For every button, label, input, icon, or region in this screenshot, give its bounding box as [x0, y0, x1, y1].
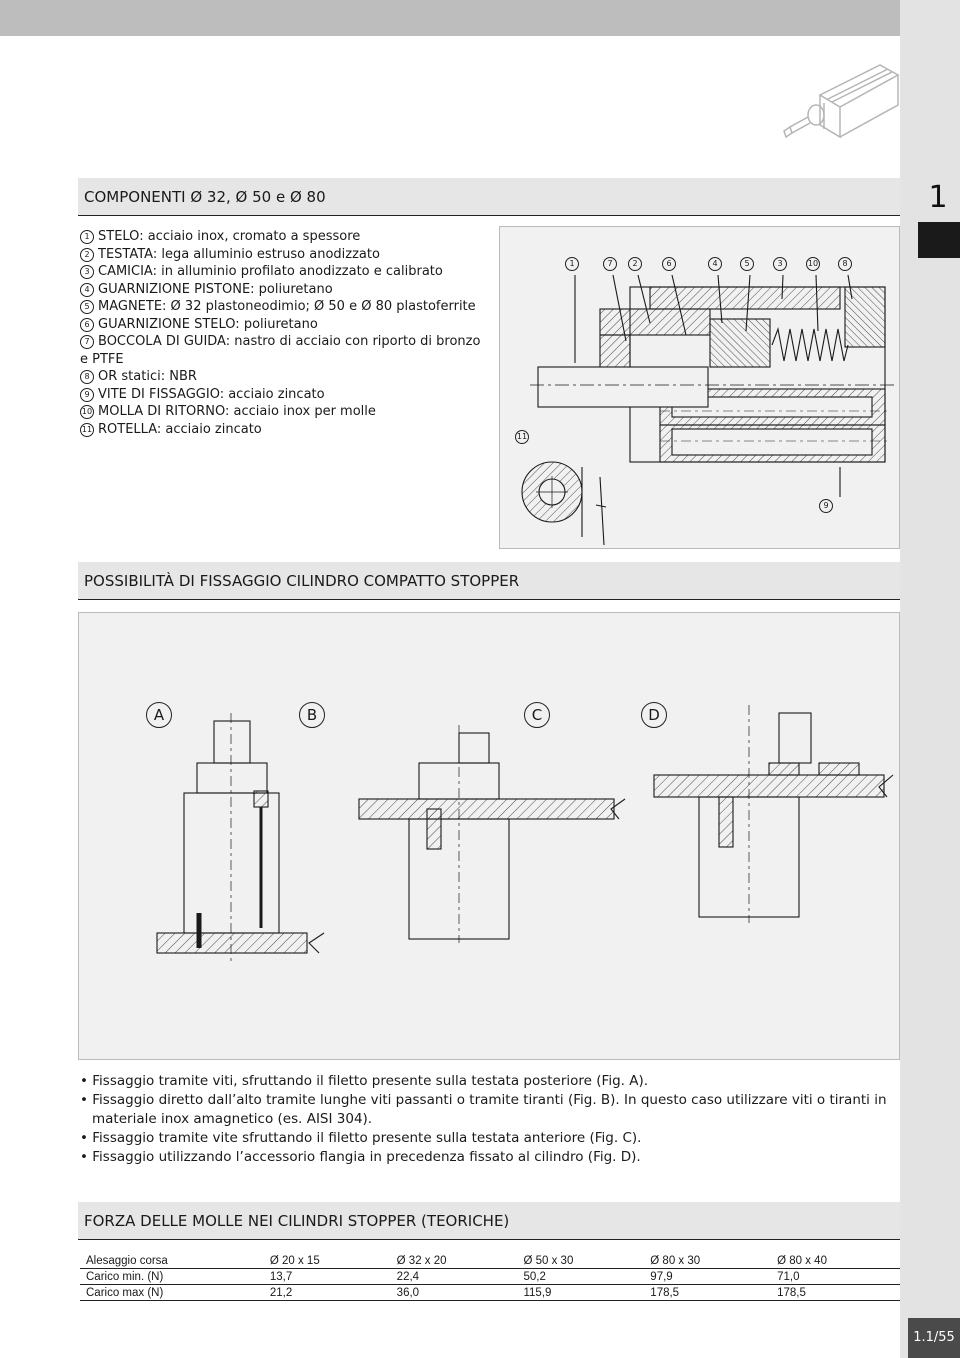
- callout-1: 1: [565, 257, 579, 271]
- column-header: Ø 32 x 20: [392, 1253, 520, 1269]
- table-row: Carico min. (N) 13,7 22,4 50,2 97,9 71,0: [80, 1268, 900, 1285]
- table-cell: Carico max (N): [80, 1284, 266, 1301]
- cylinder-sketch-icon: [783, 64, 900, 139]
- figure-label-b: B: [299, 702, 325, 728]
- callout-8: 8: [838, 257, 852, 271]
- figure-label-a: A: [146, 702, 172, 728]
- callout-2: 2: [628, 257, 642, 271]
- table-cell: 22,4: [392, 1268, 520, 1285]
- list-item: Fissaggio tramite vite sfruttando il fil…: [80, 1129, 900, 1148]
- callout-11: 11: [515, 430, 529, 444]
- callout-3: 3: [773, 257, 787, 271]
- callout-4: 4: [708, 257, 722, 271]
- table-row: Carico max (N) 21,2 36,0 115,9 178,5 178…: [80, 1284, 900, 1301]
- table-cell: 50,2: [519, 1268, 647, 1285]
- top-gray-band: [0, 0, 900, 36]
- table-cell: 97,9: [646, 1268, 774, 1285]
- mounting-figures-drawing: [78, 612, 900, 1060]
- list-item: Fissaggio diretto dall’alto tramite lung…: [80, 1091, 900, 1129]
- table-cell: 178,5: [773, 1284, 900, 1301]
- list-item: Fissaggio tramite viti, sfruttando il fi…: [80, 1072, 900, 1091]
- table-header-row: Alesaggio corsa Ø 20 x 15 Ø 32 x 20 Ø 50…: [80, 1253, 900, 1269]
- table-cell: 13,7: [265, 1268, 393, 1285]
- list-item-continuation: e PTFE: [80, 351, 124, 367]
- column-header: Alesaggio corsa: [80, 1253, 266, 1269]
- callout-7: 7: [603, 257, 617, 271]
- column-header: Ø 20 x 15: [265, 1253, 393, 1269]
- figure-label-d: D: [641, 702, 667, 728]
- list-item: Fissaggio utilizzando l’accessorio flang…: [80, 1148, 900, 1167]
- callout-5: 5: [740, 257, 754, 271]
- table-cell: Carico min. (N): [80, 1268, 266, 1285]
- forces-heading: FORZA DELLE MOLLE NEI CILINDRI STOPPER (…: [78, 1202, 900, 1240]
- table-cell: 21,2: [265, 1284, 393, 1301]
- mounting-notes: Fissaggio tramite viti, sfruttando il fi…: [80, 1072, 900, 1167]
- column-header: Ø 80 x 30: [646, 1253, 774, 1269]
- column-header: Ø 50 x 30: [519, 1253, 647, 1269]
- table-cell: 178,5: [646, 1284, 774, 1301]
- callout-6: 6: [662, 257, 676, 271]
- components-heading: COMPONENTI Ø 32, Ø 50 e Ø 80: [78, 178, 900, 216]
- callout-9: 9: [819, 499, 833, 513]
- table-cell: 71,0: [773, 1268, 900, 1285]
- section-drawing-svg: [521, 274, 895, 546]
- page-number: 1.1/55: [908, 1318, 960, 1358]
- table-cell: 115,9: [519, 1284, 647, 1301]
- chapter-tab-number: 1: [928, 180, 948, 215]
- mounting-heading: POSSIBILITÀ DI FISSAGGIO CILINDRO COMPAT…: [78, 562, 900, 600]
- spring-force-table: Alesaggio corsa Ø 20 x 15 Ø 32 x 20 Ø 50…: [80, 1253, 900, 1301]
- table-cell: 36,0: [392, 1284, 520, 1301]
- callout-10: 10: [806, 257, 820, 271]
- cylinder-section-drawing: [499, 226, 900, 549]
- mounting-figures-svg: [156, 705, 894, 963]
- chapter-tab-marker: [918, 222, 960, 258]
- column-header: Ø 80 x 40: [773, 1253, 900, 1269]
- figure-label-c: C: [524, 702, 550, 728]
